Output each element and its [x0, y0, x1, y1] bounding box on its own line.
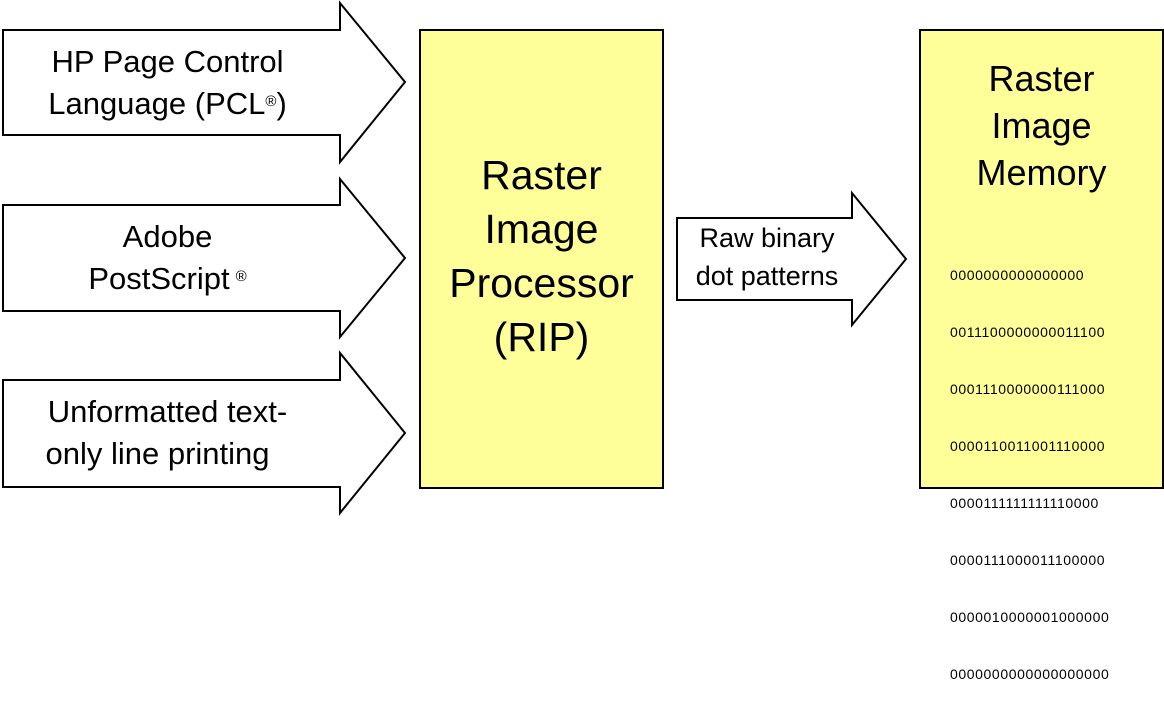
input-label-pcl: HP Page Control Language (PCL®) [5, 41, 330, 125]
input-label-text-line1: Unformatted text- [47, 394, 288, 429]
bit-pattern: 0000000000000000 0011100000000011100 000… [950, 267, 1110, 682]
input-label-text: Unformatted text- only line printing [5, 391, 330, 475]
input-label-postscript-line2: PostScript [88, 261, 230, 296]
output-arrow [676, 190, 908, 328]
input-arrow-pcl [2, 0, 407, 165]
registered-mark: ® [235, 268, 247, 285]
input-label-pcl-line2: Language (PCL [48, 86, 266, 121]
processor-title: Raster Image Processor (RIP) [449, 152, 634, 360]
diagram-canvas [2, 0, 1164, 516]
input-label-text-line2: only line printing [45, 436, 270, 471]
input-arrow-postscript [2, 176, 407, 340]
processor-box [419, 29, 664, 489]
input-arrow-text [2, 350, 407, 516]
memory-box [919, 29, 1164, 489]
input-label-postscript-line1: Adobe [122, 219, 213, 254]
connector-label: Raw binary dot patterns [695, 223, 839, 291]
input-label-postscript: Adobe PostScript ® [5, 216, 330, 300]
input-label-pcl-line1: HP Page Control [51, 44, 284, 79]
registered-mark: ® [265, 93, 277, 110]
memory-title: Raster Image Memory [976, 58, 1107, 193]
